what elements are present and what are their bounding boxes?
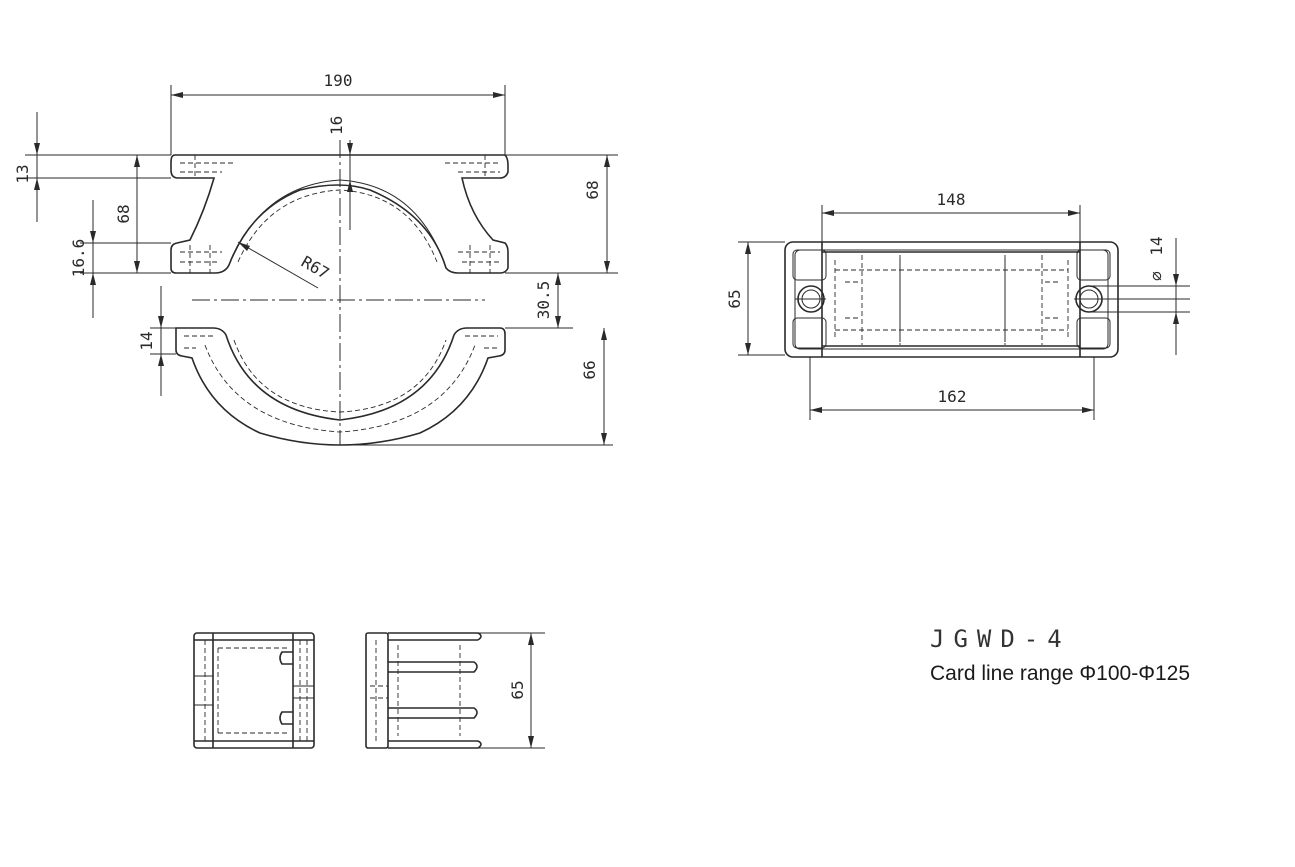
dim-gap-30-5: 30.5 bbox=[534, 281, 553, 320]
dim-hole-diameter-symbol: ∅ bbox=[1147, 271, 1166, 281]
dim-width-190: 190 bbox=[324, 71, 353, 90]
upper-hidden-lines bbox=[180, 155, 500, 273]
model-code: JGWD-4 bbox=[930, 625, 1071, 653]
side-view-left bbox=[193, 632, 315, 749]
dim-lower-flange-14: 14 bbox=[137, 331, 156, 350]
dim-upper-height-right-68: 68 bbox=[583, 180, 602, 199]
top-hidden-lines bbox=[834, 255, 1069, 345]
top-view: 148 162 65 ∅ 14 bbox=[725, 190, 1190, 420]
dim-radius-r67: R67 bbox=[298, 252, 333, 283]
dim-width-65: 65 bbox=[725, 289, 744, 308]
dim-lower-height-66: 66 bbox=[580, 360, 599, 379]
title-block: JGWD-4 Card line range Φ100-Φ125 bbox=[930, 622, 1270, 686]
upper-bore-arc bbox=[228, 179, 447, 269]
dim-hole-spacing-148: 148 bbox=[937, 190, 966, 209]
dim-flange-13: 13 bbox=[13, 164, 32, 183]
upper-clamp-outline bbox=[170, 154, 509, 274]
dim-foot-16-6: 16.6 bbox=[69, 239, 88, 278]
top-outline bbox=[784, 241, 1119, 358]
card-line-range: Card line range Φ100-Φ125 bbox=[930, 662, 1190, 685]
dim-overall-length-162: 162 bbox=[938, 387, 967, 406]
dim-web-16: 16 bbox=[327, 116, 346, 135]
front-view: 190 16 13 68 16.6 R67 68 bbox=[13, 71, 618, 446]
lower-clamp-outline bbox=[175, 327, 506, 446]
dim-upper-height-left-68: 68 bbox=[114, 204, 133, 223]
dim-hole-diameter-14: 14 bbox=[1147, 236, 1166, 255]
side-view-right: 65 bbox=[365, 632, 545, 749]
dim-side-height-65: 65 bbox=[508, 680, 527, 699]
